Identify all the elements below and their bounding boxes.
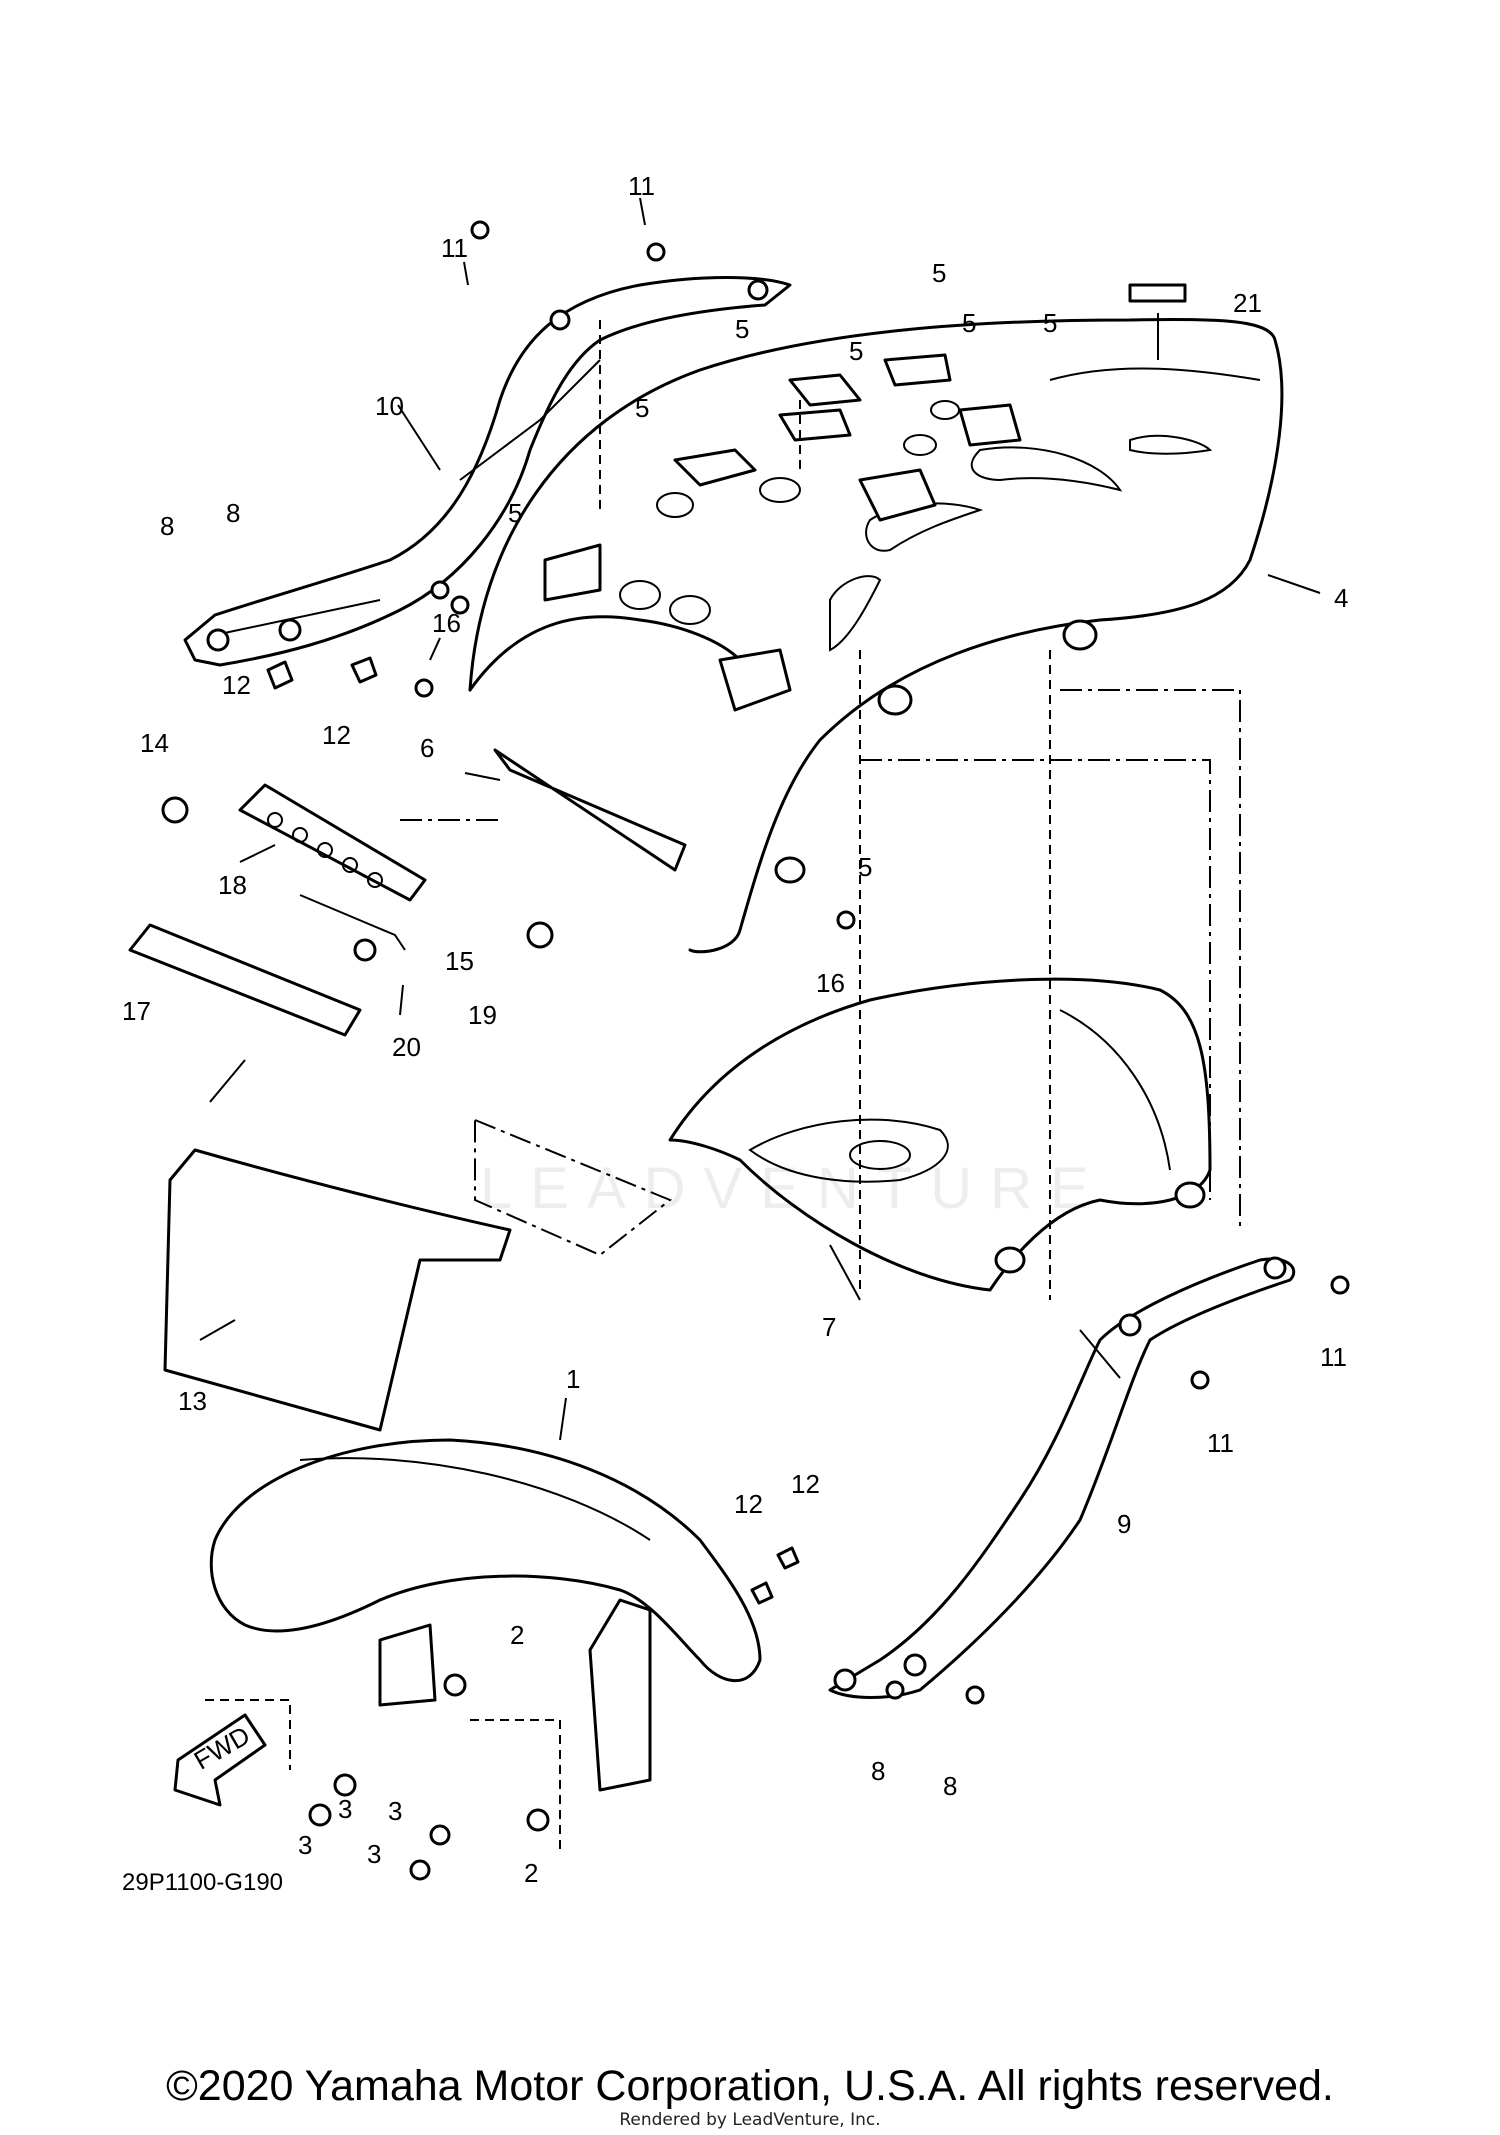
- callout-3: 3: [367, 1839, 381, 1869]
- callout-5: 5: [1043, 308, 1057, 338]
- callout-8: 8: [943, 1771, 957, 1801]
- callout-11: 11: [1320, 1342, 1347, 1372]
- assembly-lines: [205, 320, 1241, 1850]
- callout-21: 21: [1233, 288, 1262, 318]
- grab-bar-right: [828, 1256, 1296, 1699]
- front-fender: [209, 1438, 762, 1792]
- callout-5: 5: [508, 498, 522, 528]
- callout-18: 18: [218, 870, 247, 900]
- callout-13: 13: [178, 1386, 207, 1416]
- callout-11: 11: [1207, 1428, 1234, 1458]
- callout-1: 1: [566, 1364, 580, 1394]
- callout-2: 2: [524, 1858, 538, 1888]
- callout-9: 9: [1117, 1509, 1131, 1539]
- callout-2: 2: [510, 1620, 524, 1650]
- leader-lines: [199, 197, 1321, 1441]
- callout-12: 12: [791, 1469, 820, 1499]
- fwd-arrow-icon: FWD: [173, 1713, 267, 1807]
- callout-4: 4: [1334, 583, 1348, 613]
- callout-5: 5: [858, 852, 872, 882]
- callout-5: 5: [735, 314, 749, 344]
- callout-5: 5: [932, 258, 946, 288]
- license-assembly: [128, 748, 687, 1432]
- callout-3: 3: [388, 1796, 402, 1826]
- callout-12: 12: [222, 670, 251, 700]
- callout-16: 16: [816, 968, 845, 998]
- callout-17: 17: [122, 996, 151, 1026]
- callout-10: 10: [375, 391, 404, 421]
- callout-12: 12: [734, 1489, 763, 1519]
- callout-3: 3: [338, 1794, 352, 1824]
- rendered-by-notice: Rendered by LeadVenture, Inc.: [619, 2110, 881, 2130]
- callout-15: 15: [445, 946, 474, 976]
- callout-8: 8: [226, 498, 240, 528]
- callout-numbers: 11 11 5 21 5 5 5 5 10 5 8 8 5 4 16 12 12…: [122, 171, 1348, 1888]
- callout-11: 11: [628, 171, 655, 201]
- callout-14: 14: [140, 728, 169, 758]
- rear-fender: [468, 283, 1284, 954]
- callout-3: 3: [298, 1830, 312, 1860]
- callout-5: 5: [635, 393, 649, 423]
- callout-20: 20: [392, 1032, 421, 1062]
- callout-6: 6: [420, 733, 434, 763]
- callout-8: 8: [160, 511, 174, 541]
- callout-8: 8: [871, 1756, 885, 1786]
- callout-11: 11: [441, 233, 468, 263]
- copyright-notice: ©2020 Yamaha Motor Corporation, U.S.A. A…: [166, 2062, 1334, 2110]
- callout-5: 5: [849, 336, 863, 366]
- callout-16: 16: [432, 608, 461, 638]
- callout-5: 5: [962, 308, 976, 338]
- inner-fender: [668, 977, 1212, 1292]
- callout-7: 7: [822, 1312, 836, 1342]
- callout-19: 19: [468, 1000, 497, 1030]
- diagram-code: 29P1100-G190: [122, 1869, 284, 1896]
- watermark: LEADVENTURE: [480, 1156, 1107, 1221]
- fasteners: [161, 220, 1350, 1881]
- callout-12: 12: [322, 720, 351, 750]
